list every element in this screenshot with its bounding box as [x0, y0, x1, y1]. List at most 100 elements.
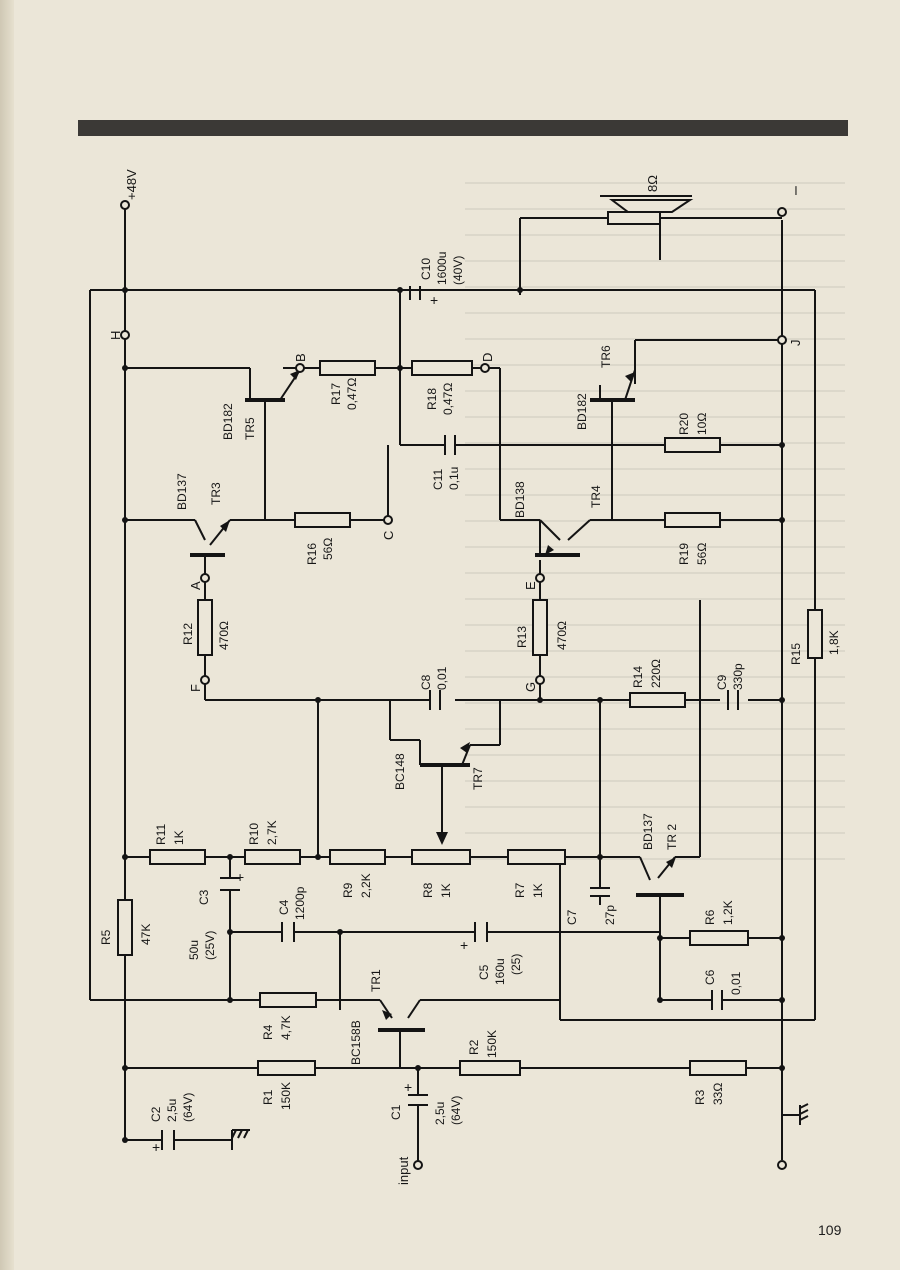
r7-value: 1K: [531, 883, 545, 898]
tr2-ref: TR 2: [665, 824, 679, 850]
junction-dots: [122, 287, 785, 1143]
r4-value: 4,7K: [279, 1015, 293, 1040]
node-e-label: E: [523, 581, 538, 590]
c9-ref: C9: [715, 674, 729, 690]
c1-ref: C1: [389, 1104, 403, 1120]
r2-ref: R2: [467, 1039, 481, 1055]
r12-value: 470Ω: [217, 621, 231, 650]
r16-value: 56Ω: [321, 538, 335, 560]
tr6-ref: TR6: [599, 345, 613, 368]
tr3-ref: TR3: [209, 482, 223, 505]
r17-ref: R17: [329, 383, 343, 405]
node-f-label: F: [188, 684, 203, 692]
r14-ref: R14: [631, 666, 645, 688]
r15-value: 1,8K: [827, 630, 841, 655]
r7-ref: R7: [513, 882, 527, 898]
page-number: 109: [818, 1222, 842, 1238]
r17-value: 0,47Ω: [345, 378, 359, 410]
r16-ref: R16: [305, 543, 319, 565]
tr7-ref: TR7: [471, 767, 485, 790]
r10-ref: R10: [247, 823, 261, 845]
r2-value: 150K: [485, 1030, 499, 1058]
node-g-label: G: [523, 682, 538, 692]
r20-value: 10Ω: [695, 413, 709, 435]
header-bar: [78, 120, 848, 136]
transistor-symbols: [190, 369, 809, 1150]
minus-terminal-label: –: [787, 186, 804, 195]
schematic-labels: +48V – 8Ω H B D C A E F G J input R17 0,…: [99, 169, 841, 1185]
r10-value: 2,7K: [265, 820, 279, 845]
r13-value: 470Ω: [555, 621, 569, 650]
node-c-label: C: [381, 531, 396, 540]
c2-plus: +: [152, 1139, 160, 1155]
c8-ref: C8: [419, 674, 433, 690]
node-h-label: H: [108, 331, 123, 340]
r6-ref: R6: [703, 909, 717, 925]
r18-ref: R18: [425, 388, 439, 410]
c7-value: 27p: [603, 905, 617, 925]
c10-voltage: (40V): [451, 256, 465, 285]
r6-value: 1,2K: [721, 900, 735, 925]
r9-value: 2,2K: [359, 873, 373, 898]
c1-voltage: (64V): [449, 1096, 463, 1125]
tr3-type: BD137: [175, 473, 189, 510]
r11-ref: R11: [154, 824, 168, 845]
c5-plus: +: [460, 937, 468, 953]
r9-ref: R9: [341, 882, 355, 898]
node-d-label: D: [480, 353, 495, 362]
c5-voltage: (25): [509, 954, 523, 975]
node-a-label: A: [188, 581, 203, 590]
r12-ref: R12: [181, 623, 195, 645]
r19-ref: R19: [677, 543, 691, 565]
r18-value: 0,47Ω: [441, 383, 455, 415]
terminals: [120, 200, 787, 1170]
c2-value: 2,5u: [165, 1099, 179, 1122]
speaker-icon: [600, 195, 694, 225]
c8-value: 0,01: [435, 666, 449, 690]
tr5-ref: TR5: [243, 417, 257, 440]
c3-ref: C3: [197, 889, 211, 905]
r8-ref: R8: [421, 882, 435, 898]
c2-voltage: (64V): [181, 1093, 195, 1122]
r5-ref: R5: [99, 929, 113, 945]
tr1-type: BC158B: [349, 1020, 363, 1065]
tr4-type: BD138: [513, 481, 527, 518]
c1-plus: +: [404, 1079, 412, 1095]
c5-ref: C5: [477, 964, 491, 980]
schematic-wires: [89, 205, 816, 1165]
c11-value: 0,1u: [447, 467, 461, 490]
c7-ref: C7: [565, 909, 579, 925]
tr2-type: BD137: [641, 813, 655, 850]
c10-plus: +: [430, 292, 438, 308]
c10-ref: C10: [419, 258, 433, 280]
c5-value: 160u: [493, 958, 507, 985]
tr1-ref: TR1: [369, 969, 383, 992]
page-binding-shadow: [0, 0, 14, 1270]
input-label: input: [396, 1156, 411, 1185]
r11-value: 1K: [172, 830, 186, 845]
capacitor-plates: [161, 286, 739, 1150]
r4-ref: R4: [261, 1024, 275, 1040]
r1-value: 150K: [279, 1082, 293, 1110]
c6-ref: C6: [703, 969, 717, 985]
tr6-type: BD182: [575, 393, 589, 430]
c3-voltage: (25V): [203, 931, 217, 960]
tr5-type: BD182: [221, 403, 235, 440]
r3-value: 33Ω: [711, 1083, 725, 1105]
r19-value: 56Ω: [695, 543, 709, 565]
r13-ref: R13: [515, 626, 529, 648]
r20-ref: R20: [677, 413, 691, 435]
tr7-type: BC148: [393, 753, 407, 790]
r5-value: 47K: [139, 924, 153, 945]
c6-value: 0,01: [729, 971, 743, 995]
node-b-label: B: [293, 353, 308, 362]
c1-value: 2,5u: [433, 1102, 447, 1125]
r14-value: 220Ω: [649, 659, 663, 688]
resistor-bodies: [117, 360, 823, 1076]
c4-ref: C4: [277, 899, 291, 915]
r8-value: 1K: [439, 883, 453, 898]
node-j-label: J: [788, 340, 803, 347]
supply-voltage-label: +48V: [124, 169, 139, 200]
